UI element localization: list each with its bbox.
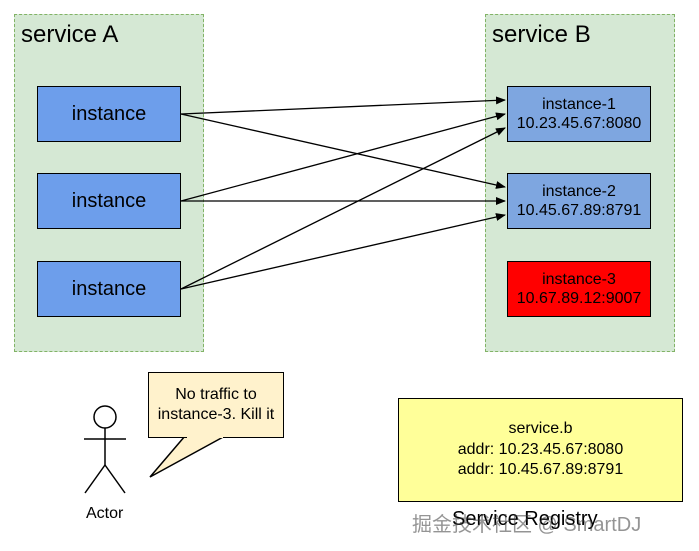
instance-addr: 10.23.45.67:8080 <box>516 115 642 132</box>
registry-addr-2: addr: 10.45.67.89:8791 <box>457 461 624 479</box>
callout-tail-join <box>187 435 223 438</box>
service-a-instance-3[interactable]: instance <box>37 261 181 317</box>
service-a-instance-2[interactable]: instance <box>37 173 181 229</box>
instance-name: instance-2 <box>542 182 616 200</box>
service-b-instance-3[interactable]: instance-3 10.67.89.12:9007 <box>507 261 651 317</box>
instance-addr: 10.67.89.12:9007 <box>516 290 642 307</box>
registry-title: Service Registry <box>452 508 598 530</box>
callout-tail <box>149 435 226 478</box>
service-b-title: service B <box>492 21 591 48</box>
actor-icon <box>84 405 126 494</box>
actor-callout: No traffic to instance-3. Kill it <box>148 372 284 438</box>
service-a-title: service A <box>21 21 119 48</box>
registry-addr-1: addr: 10.23.45.67:8080 <box>457 440 624 458</box>
watermark: 掘金技术社区 @ SmartDJ <box>412 514 642 536</box>
instance-addr: 10.45.67.89:8791 <box>516 202 642 219</box>
instance-label: instance <box>71 190 147 212</box>
arrow-a3-b1 <box>180 127 506 290</box>
instance-label: instance <box>71 103 147 125</box>
arrow-a1-b2 <box>180 113 506 189</box>
callout-line-2: instance-3. Kill it <box>157 406 275 423</box>
service-b-instance-2[interactable]: instance-2 10.45.67.89:8791 <box>507 173 651 229</box>
arrow-a3-b2 <box>180 213 506 290</box>
instance-label: instance <box>71 278 147 300</box>
instance-name: instance-1 <box>542 95 616 113</box>
registry-service: service.b <box>508 419 573 437</box>
service-a-instance-1[interactable]: instance <box>37 86 181 142</box>
actor-label: Actor <box>86 505 124 522</box>
service-registry[interactable]: service.b addr: 10.23.45.67:8080 addr: 1… <box>398 398 683 502</box>
callout-line-1: No traffic to <box>175 386 257 403</box>
arrow-a2-b1 <box>180 112 506 202</box>
service-b-instance-1[interactable]: instance-1 10.23.45.67:8080 <box>507 86 651 142</box>
arrow-a1-b1 <box>180 96 506 115</box>
instance-name: instance-3 <box>542 270 616 288</box>
